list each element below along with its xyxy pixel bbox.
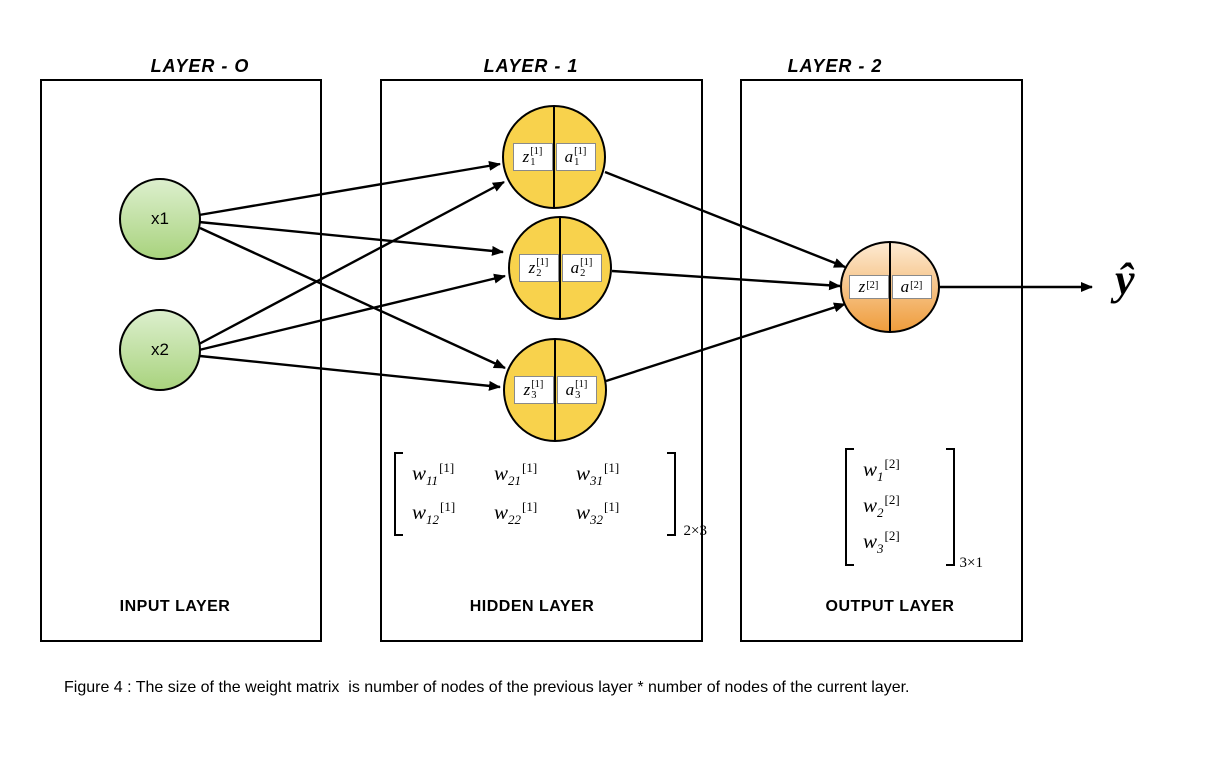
node-divider [558,218,562,318]
output-node: z[2] a[2] [840,241,940,333]
hidden-node-3: z[1]3 a[1]3 [503,338,607,442]
output-node-z-label: z[2] [848,275,889,299]
matrix1-dimensions: 2×3 [683,523,707,540]
hidden-layer-label: HIDDEN LAYER [469,598,595,615]
weight-matrix-layer2: w1[2] w2[2] w3[2] 3×1 [845,448,983,571]
matrix2-cell: w3[2] [863,528,900,557]
layer2-title: LAYER - 2 [787,56,883,76]
matrix1-cell: w11[1] [412,460,455,489]
node-divider [553,340,557,440]
figure-caption: Figure 4 : The size of the weight matrix… [64,679,910,696]
input-node-x1-label: x1 [151,209,169,228]
hidden-node-3-a-label: a[1]3 [556,376,597,404]
hidden-node-1-a-label: a[1]1 [555,143,596,171]
matrix2-cell: w1[2] [863,456,900,485]
matrix-bracket-left [394,452,403,537]
hidden-node-1-z-label: z[1]1 [512,143,553,171]
hidden-node-3-z-label: z[1]3 [513,376,554,404]
matrix2-cell: w2[2] [863,492,900,521]
layer1-title: LAYER - 1 [483,56,579,76]
matrix2-dimensions: 3×1 [959,554,983,571]
matrix-bracket-left [845,448,854,566]
output-layer-label: OUTPUT LAYER [825,598,955,615]
hidden-node-2: z[1]2 a[1]2 [508,216,612,320]
hidden-node-2-a-label: a[1]2 [561,254,602,282]
matrix1-cell: w31[1] [576,460,620,489]
matrix-bracket-right [946,448,955,566]
hidden-node-2-z-label: z[1]2 [518,254,559,282]
layer0-title: LAYER - O [150,56,250,76]
hidden-node-1: z[1]1 a[1]1 [502,105,606,209]
prediction-label: ŷ [1115,255,1135,304]
input-node-x2-label: x2 [151,340,169,359]
matrix1-cell: w22[1] [494,499,538,528]
node-divider [888,243,892,331]
weight-matrix-layer1: w11[1] w21[1] w31[1] w12[1] w22[1] w32[1… [394,452,707,539]
output-node-a-label: a[2] [891,275,932,299]
matrix1-cell: w21[1] [494,460,538,489]
matrix1-cell: w32[1] [576,499,620,528]
matrix-bracket-right [667,452,676,537]
input-node-x2: x2 [119,309,201,391]
node-divider [552,107,556,207]
matrix1-cell: w12[1] [412,499,456,528]
input-layer-label: INPUT LAYER [119,598,231,615]
input-node-x1: x1 [119,178,201,260]
